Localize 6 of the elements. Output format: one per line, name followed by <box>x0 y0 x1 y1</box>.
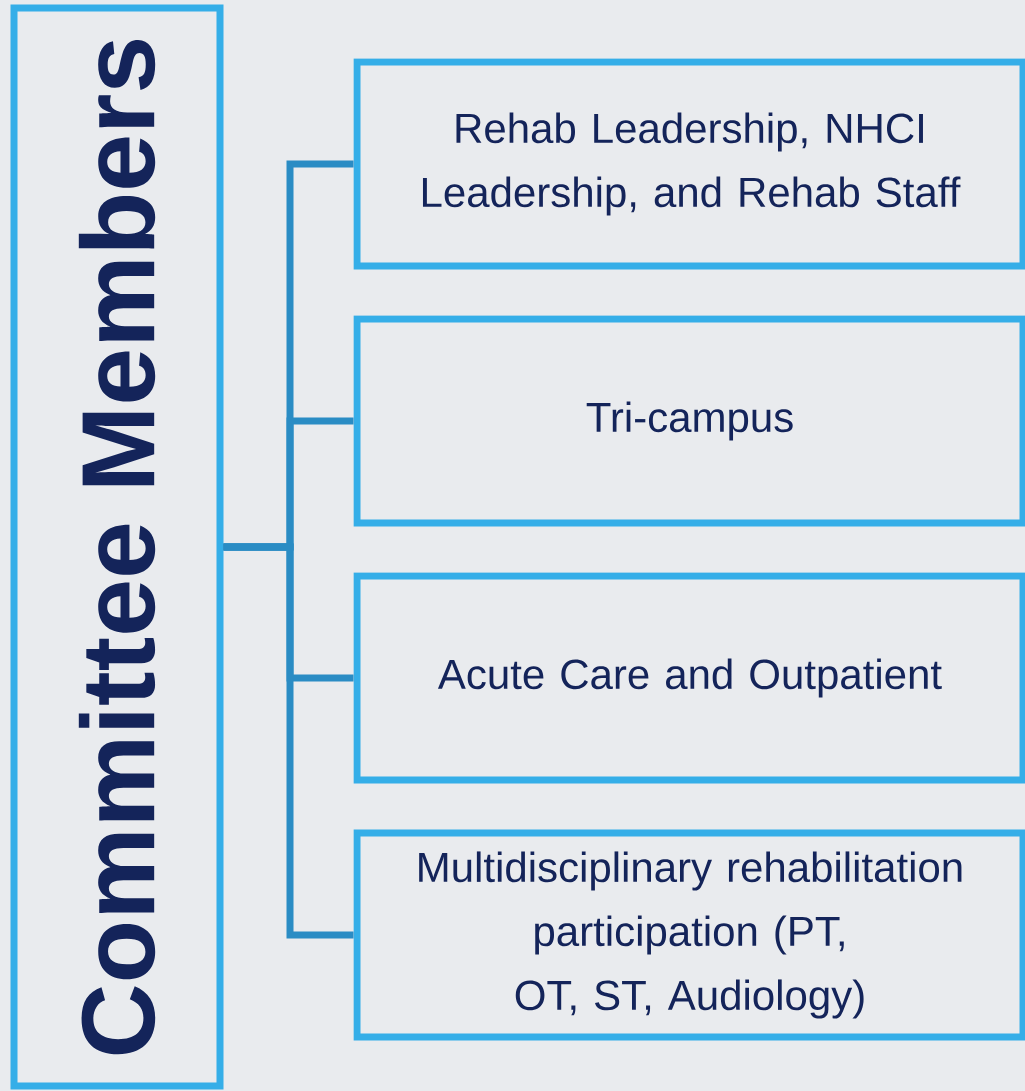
category-box: Tri-campus <box>353 315 1025 527</box>
title-box: Committee Members <box>10 4 224 1090</box>
category-box: Multidisciplinary rehabilitation participation (PT, OT, ST, Audiology) <box>353 829 1025 1041</box>
category-box: Acute Care and Outpatient <box>353 572 1025 784</box>
connector-line <box>223 543 354 939</box>
category-box: Rehab Leadership, NHCI Leadership, and Rehab Staff <box>353 58 1025 270</box>
